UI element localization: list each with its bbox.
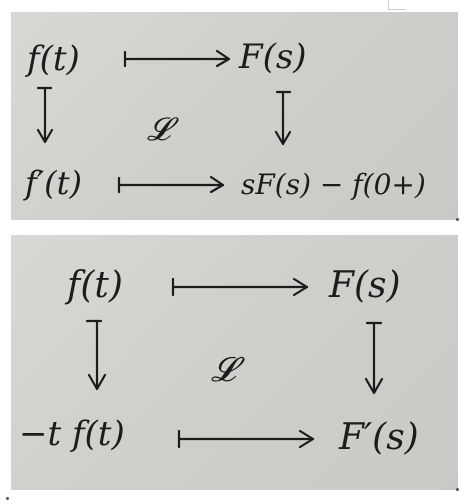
down-arrow-left <box>85 319 107 391</box>
bottom-left-label: f′(t) <box>23 164 82 202</box>
down-arrow-right <box>274 90 292 146</box>
corner-mark-horizontal <box>388 9 406 10</box>
commutative-diagram-top: f(t) F(s) 𝓛 f′(t) sF(s) − f(0+) <box>23 37 426 202</box>
laplace-symbol: 𝓛 <box>147 110 179 148</box>
diagram-panel-multiplication: f(t) F(s) 𝓛 −t f(t) F′(s) <box>11 235 458 490</box>
top-right-label: F(s) <box>238 37 307 77</box>
laplace-symbol: 𝓛 <box>211 350 245 390</box>
maps-to-arrow-bottom <box>117 175 225 194</box>
commutative-diagram-bottom: f(t) F(s) 𝓛 −t f(t) F′(s) <box>19 265 419 458</box>
maps-to-arrow-bottom <box>177 429 315 449</box>
top-left-label: f(t) <box>64 265 123 306</box>
bottom-left-label: −t f(t) <box>19 414 125 454</box>
bottom-right-label: F′(s) <box>338 417 419 458</box>
top-left-label: f(t) <box>24 39 80 79</box>
corner-mark-vertical <box>388 0 389 10</box>
maps-to-arrow-top <box>123 49 231 68</box>
down-arrow-left <box>36 86 54 144</box>
top-right-label: F(s) <box>328 265 401 306</box>
down-arrow-right <box>364 321 384 395</box>
diagram-panel-derivative: f(t) F(s) 𝓛 f′(t) sF(s) − f(0+) <box>11 12 458 220</box>
bottom-right-label: sF(s) − f(0+) <box>241 168 426 201</box>
stray-dot-3 <box>6 497 9 500</box>
stray-dot-1 <box>456 218 459 221</box>
maps-to-arrow-top <box>171 277 309 297</box>
stray-dot-2 <box>456 488 459 491</box>
